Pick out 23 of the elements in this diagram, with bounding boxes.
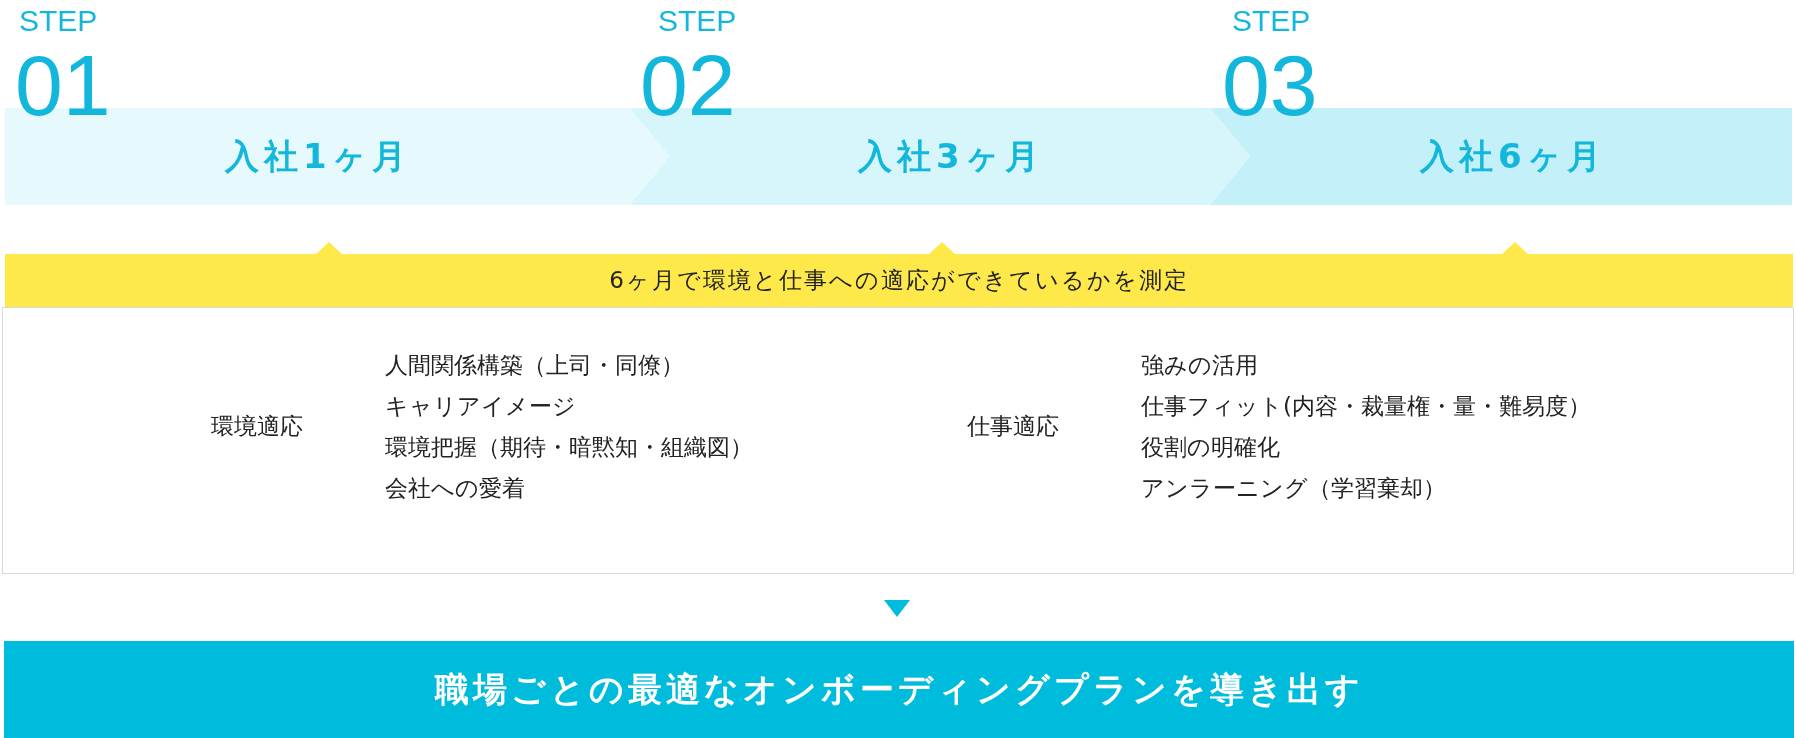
step-label: STEP bbox=[658, 6, 737, 36]
step-label: STEP bbox=[19, 6, 98, 36]
result-banner: 職場ごとの最適なオンボーディングプランを導き出す bbox=[4, 641, 1794, 738]
list-item: 役割の明確化 bbox=[1141, 433, 1280, 462]
heading-band: 6ヶ月で環境と仕事への適応ができているかを測定 bbox=[5, 242, 1793, 307]
period-label: 入社6ヶ月 bbox=[1420, 136, 1606, 176]
step-number: 02 bbox=[640, 42, 736, 128]
period-label: 入社1ヶ月 bbox=[225, 136, 411, 176]
step-number: 03 bbox=[1222, 42, 1318, 128]
list-item: キャリアイメージ bbox=[385, 392, 576, 421]
list-item: 強みの活用 bbox=[1141, 351, 1258, 380]
period-label: 入社3ヶ月 bbox=[858, 136, 1044, 176]
list-item: アンラーニング（学習棄却） bbox=[1141, 474, 1446, 503]
category-label: 環境適応 bbox=[211, 412, 303, 441]
list-item: 人間関係構築（上司・同僚） bbox=[385, 351, 684, 380]
list-item: 会社への愛着 bbox=[385, 474, 525, 503]
category-label: 仕事適応 bbox=[967, 412, 1059, 441]
triangle-arrow bbox=[884, 600, 910, 617]
list-item: 環境把握（期待・暗黙知・組織図） bbox=[385, 433, 753, 462]
list-item: 仕事フィット(内容・裁量権・量・難易度） bbox=[1141, 392, 1591, 421]
content-panel bbox=[2, 307, 1794, 574]
step-label: STEP bbox=[1232, 6, 1311, 36]
step-number: 01 bbox=[15, 42, 111, 128]
